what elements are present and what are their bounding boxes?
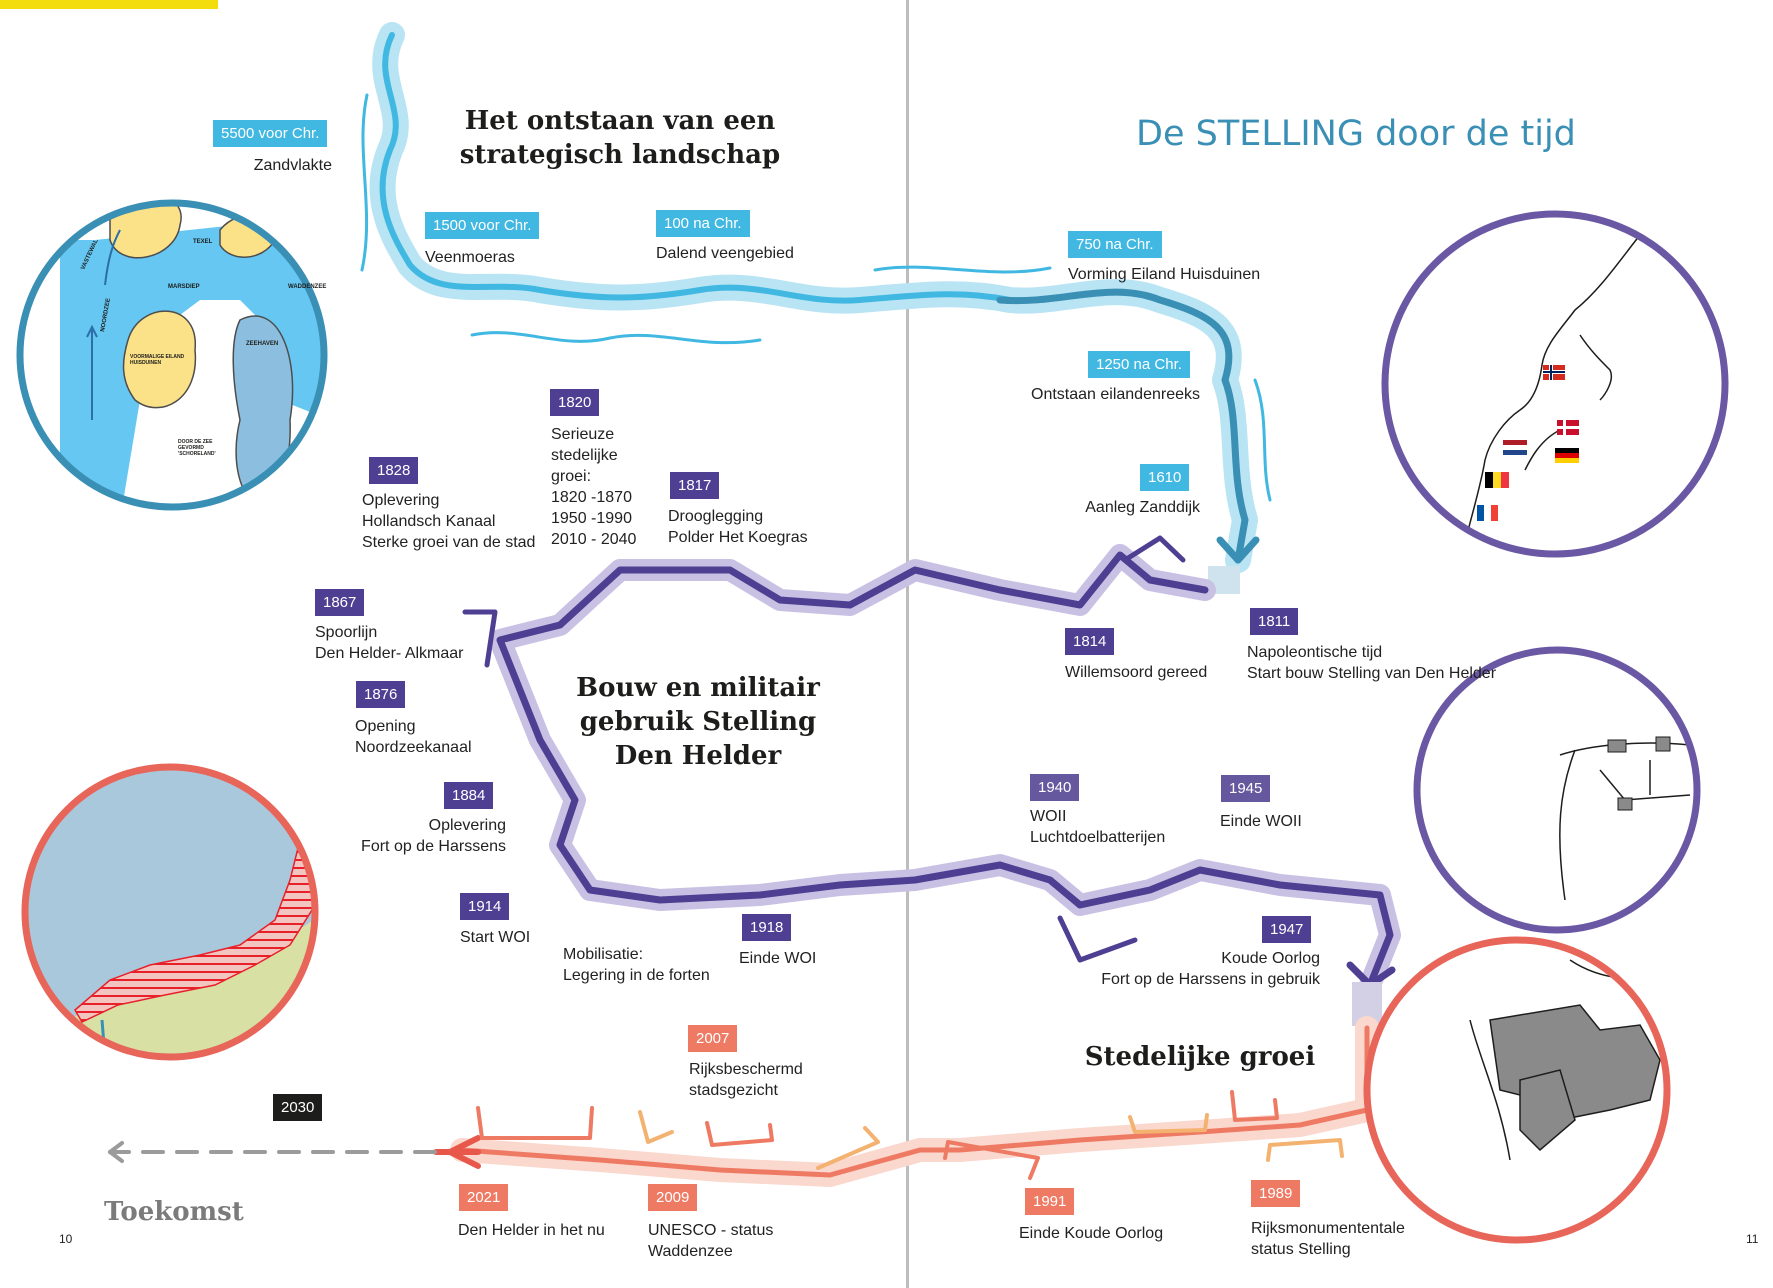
event-label-5500bc: Zandvlakte [253,157,332,174]
flag-denmark-icon [1557,420,1579,435]
circle-map-europe [1381,210,1729,558]
urban-timeline [108,1016,1379,1187]
year-tag-1989: 1989 [1251,1180,1301,1207]
event-label-100ad: Dalend veengebied [656,245,794,262]
year-tag-1914: 1914 [460,893,510,920]
map-label-marsdiep: MARSDIEP [168,284,200,290]
river-timeline [360,22,1272,573]
year-tag-1817: 1817 [670,472,720,499]
event-label-1811: Napoleontische tijd Start bouw Stelling … [1247,644,1497,682]
year-tag-1876: 1876 [356,681,406,708]
event-label-1914: Start WOI [460,929,531,946]
year-tag-1828: 1828 [369,457,419,484]
map-label-texel: TEXEL [193,239,213,245]
event-label-1945: Einde WOII [1220,813,1302,830]
map-label-noordzee: NOORDZEE [100,298,112,333]
flag-netherlands-icon [1503,440,1527,455]
year-tag-2007: 2007 [688,1025,738,1052]
event-label-1940: WOII Luchtdoelbatterijen [1030,808,1166,846]
year-tag-1867: 1867 [315,589,365,616]
event-label-2007: Rijksbeschermd stadsgezicht [689,1061,803,1099]
event-label-1876: Opening Noordzeekanaal [355,718,472,756]
heading-urban: Stedelijke groei [1084,1042,1316,1072]
event-label-1610: Aanleg Zanddijk [1085,499,1200,516]
page-number-left: 10 [59,1232,73,1246]
year-tag-1250ad: 1250 na Chr. [1088,351,1190,378]
event-label-750ad: Vorming Eiland Huisduinen [1068,266,1261,283]
event-label-1989: Rijksmonumententale status Stelling [1251,1220,1405,1258]
year-tag-1947: 1947 [1262,916,1312,943]
heading-landscape: Het ontstaan van een strategisch landsch… [459,106,781,170]
year-tag-5500bc: 5500 voor Chr. [213,120,328,147]
flag-norway-icon [1543,365,1565,380]
year-tag-750ad: 750 na Chr. [1068,231,1162,258]
year-tag-1940: 1940 [1030,774,1080,801]
event-label-1947: Koude Oorlog Fort op de Harssens in gebr… [1101,950,1320,988]
event-label-1991: Einde Koude Oorlog [1019,1225,1164,1242]
event-label-1884: Oplevering Fort op de Harssens [361,817,506,855]
event-label-mobilisatie: Mobilisatie: Legering in de forten [563,946,710,984]
year-tag-1820: 1820 [550,389,600,416]
year-tag-1610: 1610 [1140,464,1190,491]
event-label-1250ad: Ontstaan eilandenreeks [1031,386,1200,403]
year-tag-1884: 1884 [444,782,494,809]
circle-map-geology: TEXEL MARSDIEP WADDENZEE ZEEHAVEN VOORMA… [16,199,328,511]
year-tag-1500bc: 1500 voor Chr. [425,212,540,239]
year-tag-1991: 1991 [1025,1188,1075,1215]
event-label-1918: Einde WOI [739,950,817,967]
event-label-1828: Oplevering Hollandsch Kanaal Sterke groe… [362,492,536,551]
year-tag-100ad: 100 na Chr. [656,210,750,237]
circle-map-urban [1363,936,1671,1244]
year-tag-2021: 2021 [459,1184,509,1211]
page-title: De STELLING door de tijd [1136,114,1576,154]
year-tag-2030: 2030 [273,1094,323,1121]
flag-belgium-icon [1485,472,1509,488]
year-tag-1814: 1814 [1065,628,1115,655]
page-number-right: 11 [1746,1232,1759,1246]
circle-map-fortifications [1413,646,1701,934]
event-label-1820: Serieuze stedelijke groei: 1820 -1870 19… [551,426,637,548]
future-label: Toekomst [104,1197,244,1227]
year-tag-1811: 1811 [1250,608,1299,635]
flag-germany-icon [1555,448,1579,463]
map-label-waddenzee: WADDENZEE [288,284,326,290]
event-label-1500bc: Veenmoeras [425,249,515,266]
year-tag-1918: 1918 [742,914,792,941]
page-fold-divider [906,0,909,1288]
map-label-zeehaven: ZEEHAVEN [246,341,278,347]
event-label-1814: Willemsoord gereed [1065,664,1208,681]
year-tag-2009: 2009 [648,1184,698,1211]
military-timeline [462,535,1401,996]
event-label-1867: Spoorlijn Den Helder- Alkmaar [315,624,464,662]
event-label-1817: Drooglegging Polder Het Koegras [668,508,808,546]
circle-map-coastline [21,763,319,1061]
event-label-2021: Den Helder in het nu [458,1222,605,1239]
event-label-2009: UNESCO - status Waddenzee [648,1222,774,1260]
year-tag-1945: 1945 [1221,775,1271,802]
flag-france-icon [1477,505,1498,521]
heading-military: Bouw en militair gebruik Stelling Den He… [576,673,820,771]
corner-accent-bar [0,0,218,9]
